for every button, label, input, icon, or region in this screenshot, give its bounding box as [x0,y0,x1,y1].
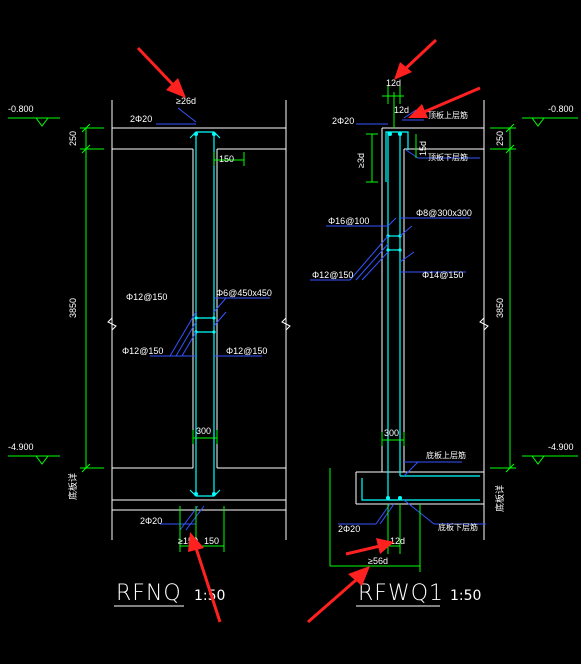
right-slab-top-label: 底板上层筋 [426,450,466,460]
right-section-title: RFWQ1 [358,581,444,606]
left-dimension-chain [80,123,104,473]
right-concrete-outline [355,100,489,540]
left-wall-thickness: 300 [196,426,211,436]
left-bottom-dim-left: ≥150 [178,536,198,546]
right-elevation-bottom: -4.900 [522,442,578,465]
red-arrow-2 [394,38,438,80]
left-bar-right: Φ12@150 [226,346,267,356]
right-dim-top-label: 250 [495,131,505,146]
left-tie: Φ6@450x450 [216,288,272,298]
left-elev-bottom-label: -4.900 [8,442,34,452]
right-dims [329,86,421,572]
right-bar-c: Φ14@150 [422,270,463,280]
right-lap-12d-bottom: 12d [390,536,405,546]
red-arrow-3 [408,86,481,118]
left-concrete-outline [107,100,291,540]
left-rebar [189,131,221,497]
right-lap-12d-top: 12d [386,78,401,88]
right-section-scale: 1:50 [450,588,481,604]
right-elev-top-label: -0.800 [548,104,574,114]
right-bottom-bars: 2Φ20 [338,524,360,534]
right-elev-bottom-label: -4.900 [548,442,574,452]
right-wall-thickness: 300 [384,428,399,438]
left-section-title: RFNQ [116,581,182,606]
right-top-bars: 2Φ20 [332,116,354,126]
right-dim-height-label: 3850 [495,298,505,318]
right-bar-a: Φ16@100 [328,216,369,226]
left-width-top: 150 [219,154,234,164]
left-lap-top: ≥26d [176,96,196,106]
left-rebar-dots [194,132,216,496]
left-elev-top-label: -0.800 [8,104,34,114]
right-lap-12d-inner: 12d [394,105,409,115]
left-bar-left-lower: Φ12@150 [122,346,163,356]
left-top-bars: 2Φ20 [130,114,152,124]
annotation-arrows [136,38,481,624]
right-slab-bottom-label: 底板下层筋 [438,522,478,532]
right-rebar [361,131,480,501]
right-roof-top-label: 顶板上层筋 [428,110,468,120]
right-bar-b: Φ12@150 [312,270,353,280]
right-section: -0.800 -4.900 250 3850 [310,78,578,607]
left-section: -0.800 -4.900 250 3850 [8,96,291,607]
red-arrow-1 [136,46,186,98]
left-elevation-bottom: -4.900 [8,442,60,465]
right-tie: Φ8@300x300 [416,208,472,218]
right-base-label: 底板详 [494,485,505,512]
left-bottom-dim-right: 150 [204,536,219,546]
left-leaders [150,107,270,531]
left-bottom-bars: 2Φ20 [140,516,162,526]
left-section-scale: 1:50 [194,588,225,604]
left-bar-left-upper: Φ12@150 [126,292,167,302]
left-elevation-top: -0.800 [8,104,60,127]
red-arrow-4 [188,532,222,623]
left-dim-height-label: 3850 [68,298,78,318]
right-anchor-3d: ≥3d [356,153,366,168]
left-base-label: 底板详 [67,473,78,500]
right-elevation-top: -0.800 [522,104,578,127]
right-lap-56d: ≥56d [368,556,388,566]
red-arrow-6 [307,566,370,624]
left-dim-top-label: 250 [68,131,78,146]
right-roof-bottom-label: 顶板下层筋 [428,152,468,162]
right-dim-15d: 15d [418,141,428,156]
red-arrow-5 [345,538,394,556]
right-dimension-chain [490,123,516,473]
right-leaders [310,109,486,525]
